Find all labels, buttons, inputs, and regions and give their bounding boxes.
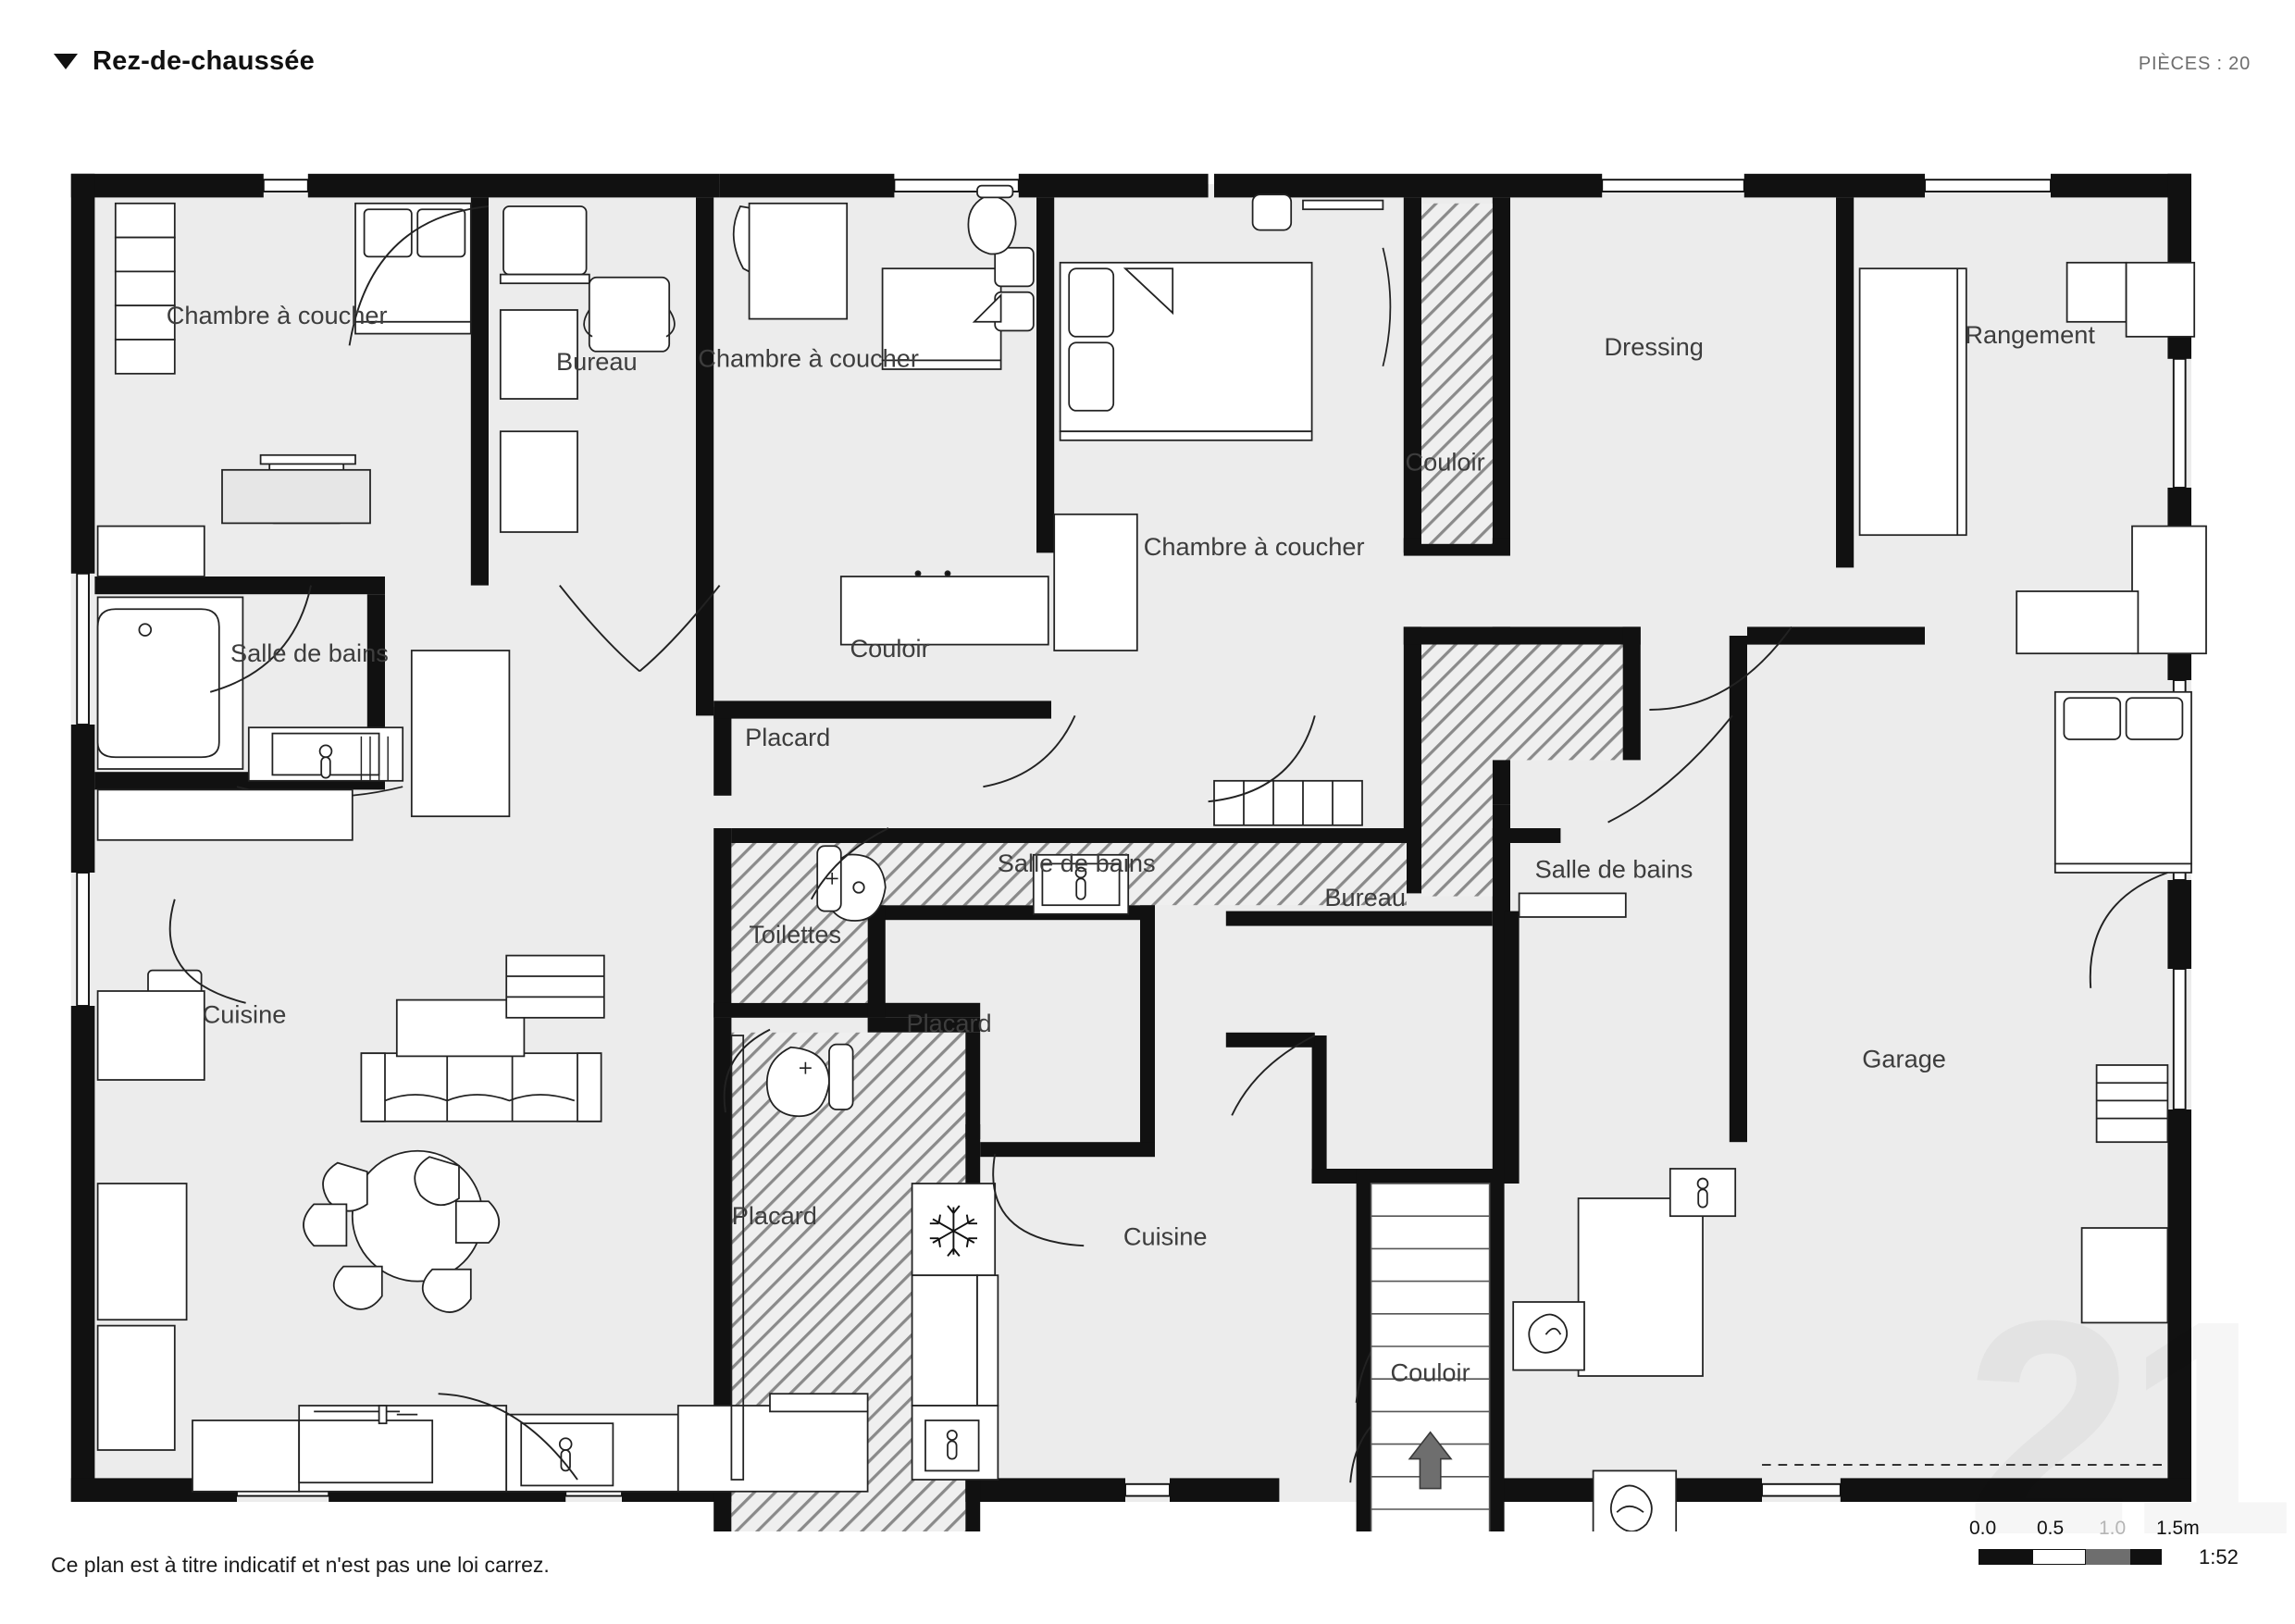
arrow-up-icon (1408, 1431, 1453, 1490)
sofa (360, 998, 602, 1122)
room-label-chambre-1: Chambre à coucher (167, 301, 388, 329)
counter-left-lower (96, 1183, 188, 1451)
counter-upper-left (96, 525, 205, 577)
scale-tick-2: 1.0 (2099, 1518, 2127, 1539)
scale-bar: 0.0 0.5 1.0 1.5m 1:52 (1969, 1518, 2256, 1569)
room-label-toilettes: Toilettes (749, 920, 841, 948)
scale-ratio-label: 1:52 (2199, 1545, 2239, 1568)
bathtub-left (96, 596, 244, 770)
sideboard-middle (839, 570, 1049, 646)
room-label-sdb-2: Salle de bains (998, 849, 1156, 877)
shelf-master (1213, 779, 1363, 826)
stool-left (96, 969, 205, 1081)
armchair-left (221, 453, 371, 525)
toilet-center (816, 845, 887, 922)
cabinet-mid-left (410, 650, 511, 818)
counter-left-mid (96, 788, 354, 841)
room-count-badge: PIÈCES : 20 (2138, 54, 2251, 74)
floorplan-svg[interactable]: Chambre à coucher Bureau Salle de bains … (0, 88, 2295, 1531)
toilet-small (765, 1043, 854, 1118)
room-label-placard-2: Placard (907, 1009, 992, 1037)
kitchen-counter-middle (911, 1274, 999, 1481)
vanity-left (236, 726, 404, 799)
room-label-sdb-3: Salle de bains (1535, 855, 1693, 884)
toilet-top-middle (967, 184, 1017, 255)
vanity-right-center (1518, 892, 1627, 918)
room-label-placard-1: Placard (745, 723, 830, 751)
kitchen-counter-bottom (192, 1393, 869, 1493)
bed-master (1059, 193, 1392, 441)
sink-garage (1669, 1168, 1737, 1218)
room-label-garage: Garage (1862, 1044, 1946, 1072)
room-label-bureau-1: Bureau (556, 347, 638, 376)
room-label-dressing: Dressing (1605, 332, 1704, 361)
scale-tick-1: 0.5 (2037, 1518, 2065, 1539)
snowflake-icon (929, 1205, 977, 1257)
shelves-garage-right (2080, 1064, 2169, 1324)
bed-top-left (354, 202, 472, 335)
room-label-couloir-2: Couloir (1406, 448, 1485, 477)
room-label-chambre-2: Chambre à coucher (698, 344, 919, 373)
scale-tick-labels: 0.0 0.5 1.0 1.5m (1969, 1518, 2200, 1542)
plan-header: Rez-de-chaussée PIÈCES : 20 (0, 0, 2295, 93)
shelf-unit (505, 954, 605, 1019)
dining-chairs (303, 1156, 501, 1313)
room-label-couloir-1: Couloir (850, 634, 930, 663)
vanity-center (1032, 853, 1130, 915)
room-label-sdb-1: Salle de bains (230, 638, 389, 667)
furniture-group (96, 184, 2207, 1531)
room-label-bureau-2: Bureau (1324, 883, 1406, 911)
wardrobe-top-left (114, 202, 176, 375)
room-label-cuisine-2: Cuisine (1123, 1221, 1208, 1250)
desk-bureau-top-left (499, 205, 676, 533)
scale-tick-3: 1.5m (2156, 1518, 2200, 1539)
triangle-down-icon[interactable] (54, 54, 78, 69)
closet-left-lower (730, 1035, 745, 1481)
floorplan-canvas[interactable]: Chambre à coucher Bureau Salle de bains … (0, 88, 2295, 1531)
disclaimer-text: Ce plan est à titre indicatif et n'est p… (51, 1553, 550, 1577)
room-label-cuisine-1: Cuisine (203, 999, 287, 1028)
room-label-couloir-3: Couloir (1391, 1358, 1470, 1387)
garage-vehicle-outline (1577, 1197, 1704, 1377)
fridge (911, 1183, 997, 1277)
wardrobe-dressing (1858, 267, 1967, 537)
level-title-group[interactable]: Rez-de-chaussée (54, 46, 315, 77)
bed-right (2053, 690, 2192, 874)
room-label-group: Chambre à coucher Bureau Salle de bains … (167, 301, 2096, 1386)
closet-master-right (1053, 513, 1138, 651)
room-label-chambre-3: Chambre à coucher (1144, 532, 1365, 561)
dining-set (303, 1149, 501, 1313)
shelves-rangement (2016, 261, 2207, 655)
page-title: Rez-de-chaussée (93, 46, 315, 76)
room-label-placard-3: Placard (732, 1201, 817, 1230)
scale-tick-0: 0.0 (1969, 1518, 1997, 1539)
scale-bar-graphic (1969, 1543, 2191, 1569)
washing-machine (1592, 1469, 1678, 1531)
bed-middle-left (732, 202, 1035, 370)
room-label-rangement: Rangement (1965, 320, 2095, 349)
staircase (1370, 1183, 1491, 1531)
dryer (1512, 1301, 1585, 1371)
